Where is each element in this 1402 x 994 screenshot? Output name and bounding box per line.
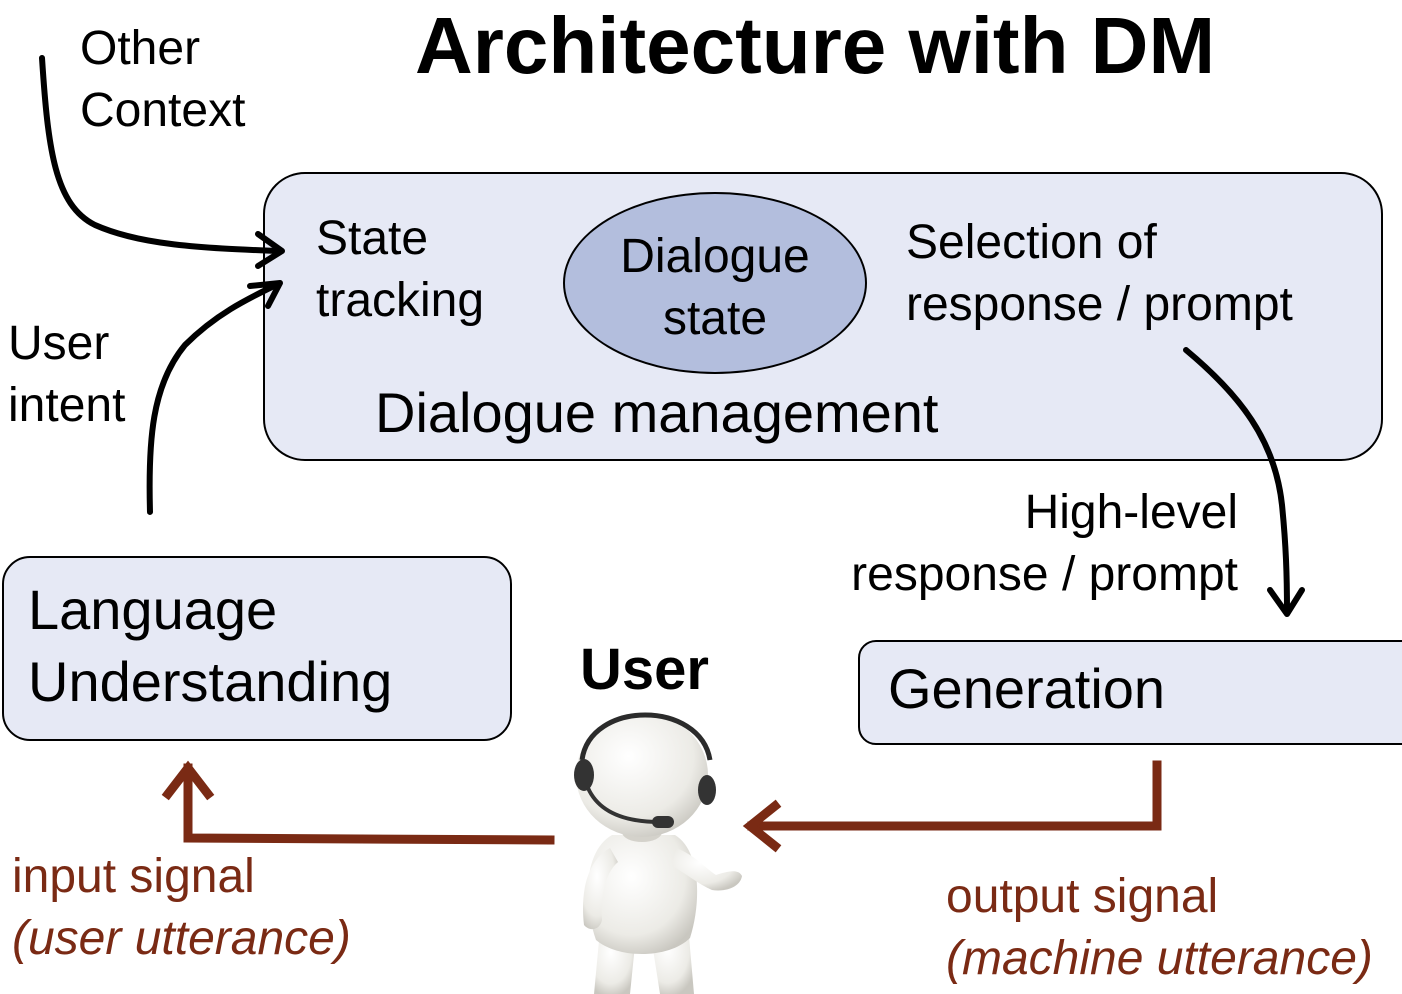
language-understanding-line2: Understanding bbox=[28, 650, 393, 713]
input-signal-line1: input signal bbox=[12, 850, 255, 903]
high-level-label: High-level response / prompt bbox=[810, 482, 1238, 606]
selection-to-generation-arrow bbox=[1183, 347, 1305, 617]
generation-box bbox=[858, 640, 1402, 745]
state-tracking-line2: tracking bbox=[316, 274, 485, 327]
other-context-line2: Context bbox=[80, 84, 246, 137]
selection-line2: response / prompt bbox=[906, 278, 1293, 331]
other-context-label: Other Context bbox=[80, 18, 245, 142]
other-context-arrow bbox=[39, 55, 285, 269]
user-intent-arrow bbox=[146, 280, 283, 515]
state-tracking-label: State tracking bbox=[316, 208, 484, 332]
output-signal-arrow bbox=[742, 760, 1162, 853]
generation-label: Generation bbox=[888, 657, 1166, 720]
dialogue-state-ellipse bbox=[563, 192, 867, 374]
selection-label: Selection of response / prompt bbox=[906, 212, 1293, 336]
high-level-line2: response / prompt bbox=[851, 548, 1238, 601]
output-signal-line2: (machine utterance) bbox=[946, 932, 1373, 985]
language-understanding-label: Language Understanding bbox=[28, 574, 392, 718]
user-label: User bbox=[580, 637, 709, 702]
high-level-line1: High-level bbox=[1024, 486, 1238, 539]
input-signal-line2: (user utterance) bbox=[12, 912, 351, 965]
user-intent-label: User intent bbox=[8, 313, 125, 437]
other-context-line1: Other bbox=[80, 22, 201, 75]
user-figure bbox=[574, 712, 742, 994]
input-signal-label: input signal (user utterance) bbox=[12, 846, 351, 970]
dialogue-management-label: Dialogue management bbox=[375, 381, 939, 444]
language-understanding-box bbox=[2, 556, 512, 741]
selection-line1: Selection of bbox=[906, 216, 1157, 269]
dialogue-state-line1: Dialogue bbox=[620, 230, 810, 283]
output-signal-label: output signal (machine utterance) bbox=[946, 866, 1373, 990]
diagram-title: Architecture with DM bbox=[415, 1, 1216, 90]
dialogue-state-label: Dialogue state bbox=[563, 226, 867, 350]
user-intent-line1: User bbox=[8, 317, 110, 370]
output-signal-line1: output signal bbox=[946, 870, 1219, 923]
dialogue-state-line2: state bbox=[662, 292, 768, 345]
input-signal-arrow bbox=[161, 760, 555, 845]
state-tracking-line1: State bbox=[316, 212, 429, 265]
language-understanding-line1: Language bbox=[28, 578, 278, 641]
user-intent-line2: intent bbox=[8, 379, 126, 432]
